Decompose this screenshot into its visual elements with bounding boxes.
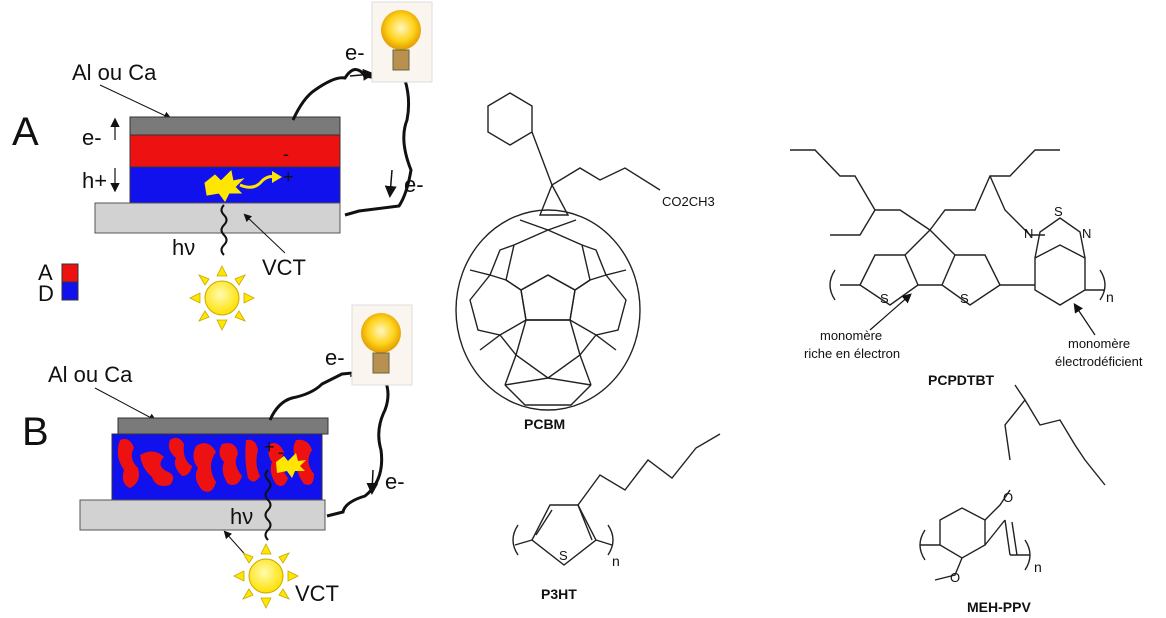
panel-a-return-wire <box>344 79 413 217</box>
rich-monomer-label-1: monomère <box>820 328 882 343</box>
pcbm-name: PCBM <box>524 416 565 432</box>
deficient-monomer-label-1: monomère <box>1068 336 1130 351</box>
legend-donor-swatch <box>61 281 79 301</box>
pcpdtbt-thiophene-left <box>859 254 919 306</box>
exciton-burst-icon <box>204 169 245 202</box>
panel-a-electron-right: e- <box>404 172 424 197</box>
panel-a-electrode-label: Al ou Ca <box>72 60 157 85</box>
mehppv-name: MEH-PPV <box>967 599 1031 615</box>
pcpdtbt-nitrogen-left: N <box>1024 226 1033 241</box>
panel-a-acceptor-layer <box>129 134 341 168</box>
electrode-pointer-arrow <box>99 84 172 120</box>
legend-donor-label: D <box>38 281 54 306</box>
pcpdtbt-repeat: n <box>1106 289 1114 305</box>
charge-transfer-arrow-icon <box>239 175 277 189</box>
panel-a-bulb-icon <box>381 10 421 50</box>
panel-a-electrode-layer <box>129 116 341 136</box>
panel-a-sun-icon <box>189 265 255 331</box>
rich-monomer-label-2: riche en électron <box>804 346 900 361</box>
panel-b-vct-label: VCT <box>295 581 339 606</box>
panel-a: A Al ou Ca - + e- h+ e- e- hν VCT <box>12 1 433 331</box>
panel-b-sun-icon <box>233 543 299 609</box>
legend-acceptor-swatch <box>61 263 79 283</box>
panel-b-return-wire-arrow <box>366 469 379 495</box>
charge-arrowhead-icon <box>272 171 282 183</box>
panel-a-minus: - <box>283 144 289 164</box>
panel-a-top-wire-arrow <box>349 68 375 81</box>
panel-a-letter: A <box>12 110 39 154</box>
p3ht-repeat: n <box>612 553 620 569</box>
panel-a-photon-label: hν <box>172 235 195 260</box>
pcpdtbt-benzene-ring <box>1034 244 1086 306</box>
panel-b-return-wire <box>326 379 390 518</box>
pcpdtbt-sulfur-right: S <box>960 291 969 306</box>
panel-a-photon-wave <box>220 204 228 256</box>
fullerene-cage <box>455 209 641 411</box>
panel-b-letter: B <box>22 410 49 454</box>
pcpdtbt-name: PCPDTBT <box>928 372 995 388</box>
pcpdtbt-structure <box>790 149 1106 306</box>
panel-b-minus: - <box>278 442 284 462</box>
panel-a-vct-pointer <box>243 213 286 254</box>
panel-b-plus: + <box>264 437 275 457</box>
pcbm-phenyl-ring <box>487 92 533 146</box>
panel-b-electrode-layer <box>117 417 329 435</box>
panel-a-electron-top: e- <box>345 40 365 65</box>
panel-b-electron-top: e- <box>325 345 345 370</box>
rich-monomer-pointer <box>869 293 912 331</box>
panel-b-photon-label: hν <box>230 504 253 529</box>
panel-b-exciton-icon <box>276 453 306 478</box>
panel-a-hole-side: h+ <box>82 168 107 193</box>
panel-a-return-wire-arrow <box>384 169 397 198</box>
panel-b-photon-wave <box>264 469 272 541</box>
panel-b-electrode-pointer <box>94 387 157 421</box>
pcpdtbt-sulfur-bt: S <box>1054 204 1063 219</box>
panel-b-electron-right: e- <box>385 469 405 494</box>
pcbm-substituent: CO2CH3 <box>662 194 715 209</box>
panel-b-acceptor-domains <box>117 437 314 492</box>
p3ht-name: P3HT <box>541 586 577 602</box>
pcpdtbt-sulfur-left: S <box>880 291 889 306</box>
mehppv-structure <box>919 384 1106 581</box>
panel-a-vct-label: VCT <box>262 255 306 280</box>
panel-a-electron-side: e- <box>82 125 102 150</box>
mehppv-oxygen-bottom: O <box>950 570 960 585</box>
panel-b-bulb-icon <box>361 313 401 353</box>
panel-a-bulb-base <box>392 49 410 71</box>
panel-a-plus: + <box>283 167 294 187</box>
mehppv-repeat: n <box>1034 559 1042 575</box>
deficient-monomer-pointer <box>1073 303 1096 336</box>
pcbm-structure <box>455 92 661 411</box>
deficient-monomer-label-2: électrodéficient <box>1055 354 1143 369</box>
pcpdtbt-nitrogen-right: N <box>1082 226 1091 241</box>
panel-b-bulb-base <box>372 352 390 374</box>
panel-b: B Al ou Ca + - e- e- <box>22 304 413 609</box>
legend-acceptor-label: A <box>38 260 53 285</box>
panel-b-electrode-label: Al ou Ca <box>48 362 133 387</box>
p3ht-sulfur: S <box>559 548 568 563</box>
p3ht-structure <box>512 433 721 566</box>
pcpdtbt-thiophene-right <box>941 254 1001 306</box>
mehppv-oxygen-top: O <box>1003 490 1013 505</box>
mehppv-benzene-ring <box>939 507 986 559</box>
p3ht-thiophene-ring <box>531 504 597 566</box>
panel-a-substrate <box>94 202 341 234</box>
panel-b-substrate <box>79 499 326 531</box>
